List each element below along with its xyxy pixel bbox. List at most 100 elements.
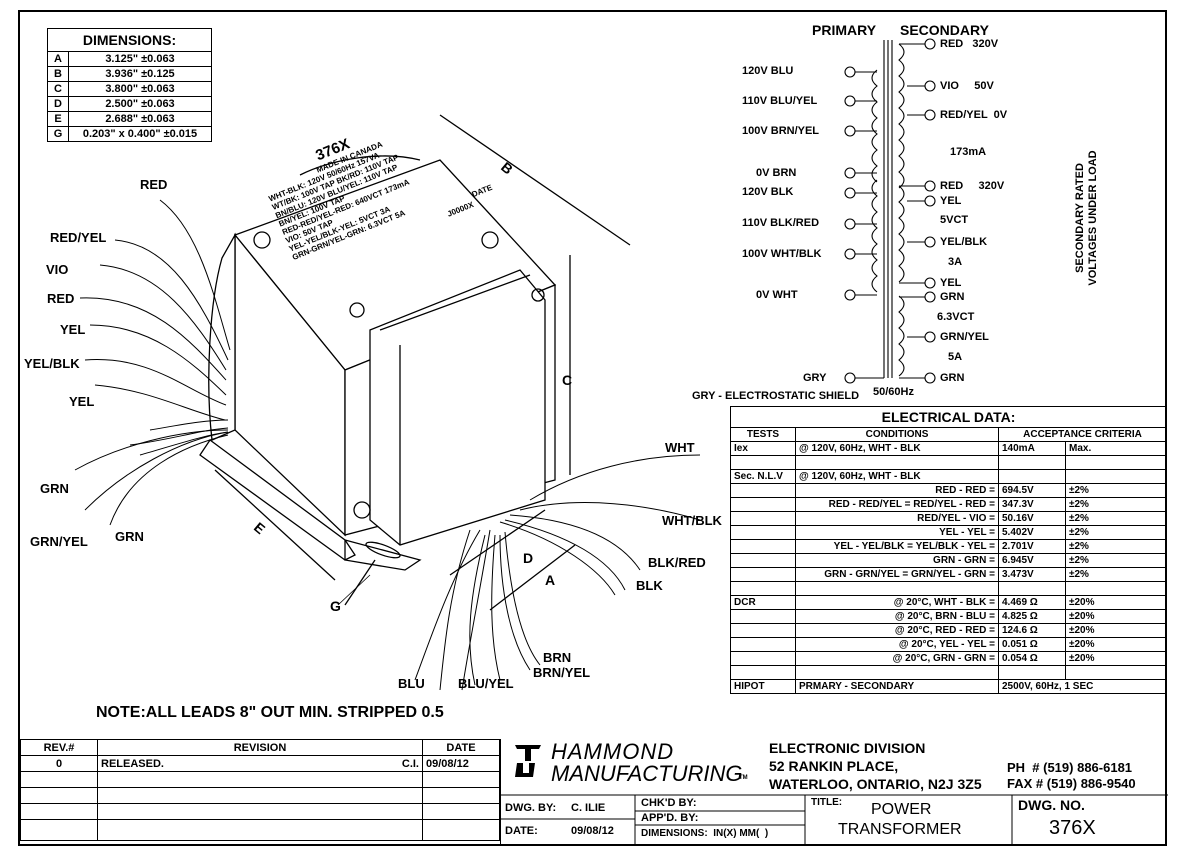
test-name	[730, 581, 796, 596]
table-row	[730, 455, 1167, 470]
test-value: 140mA	[998, 441, 1066, 456]
dim-letter-g: G	[330, 598, 341, 614]
test-condition: @ 20°C, RED - RED =	[795, 623, 999, 638]
test-value: 0.051 Ω	[998, 637, 1066, 652]
dim-key: G	[47, 126, 69, 142]
test-tolerance	[1065, 581, 1167, 596]
company-name-2: MANUFACTURING	[551, 761, 743, 786]
address-line-2: WATERLOO, ONTARIO, N2J 3Z5	[769, 776, 982, 792]
test-value: 124.6 Ω	[998, 623, 1066, 638]
primary-label: 120V BLU	[742, 65, 794, 77]
test-name	[730, 609, 796, 624]
test-condition: @ 20°C, BRN - BLU =	[795, 609, 999, 624]
test-value: 6.945V	[998, 553, 1066, 568]
lead-label: BLU/YEL	[458, 676, 514, 691]
primary-label: 110V BLU/YEL	[742, 95, 818, 107]
primary-label: 0V WHT	[756, 289, 798, 301]
secondary-label: YEL	[940, 195, 962, 207]
column-header: ACCEPTANCE CRITERIA	[998, 427, 1167, 442]
dim-key: E	[47, 111, 69, 127]
table-row: @ 20°C, YEL - YEL =0.051 Ω±20%	[730, 637, 1167, 652]
test-value	[998, 581, 1066, 596]
lead-label: GRN	[115, 529, 144, 544]
lead-label: BLK/RED	[648, 555, 706, 570]
test-condition: @ 20°C, YEL - YEL =	[795, 637, 999, 652]
address-line-1: 52 RANKIN PLACE,	[769, 758, 899, 774]
table-row: RED/YEL - VIO =50.16V±2%	[730, 511, 1167, 526]
test-name	[730, 665, 796, 680]
table-row: RED - RED =694.5V±2%	[730, 483, 1167, 498]
title-line-2: TRANSFORMER	[838, 821, 962, 838]
test-tolerance	[1065, 455, 1167, 470]
electrical-data-table: ELECTRICAL DATA: TESTS CONDITIONS ACCEPT…	[730, 406, 1167, 694]
rev-number: 0	[20, 755, 98, 772]
test-name	[730, 553, 796, 568]
leads-note: NOTE:ALL LEADS 8" OUT MIN. STRIPPED 0.5	[96, 704, 444, 721]
rev-date: 09/08/12	[422, 755, 500, 772]
secondary-label: GRN	[940, 372, 965, 384]
test-name	[730, 483, 796, 498]
note-line: SECONDARY RATED	[1074, 163, 1086, 273]
company-name-1: HAMMOND	[551, 739, 675, 764]
revision-table: REV.# REVISION DATE 0 RELEASED. C.I. 09/…	[20, 739, 500, 841]
dim-value: 3.800" ±0.063	[68, 81, 212, 97]
test-tolerance: ±20%	[1065, 651, 1167, 666]
lead-label: BRN	[543, 650, 572, 665]
test-tolerance: ±2%	[1065, 539, 1167, 554]
dimensions-units: DIMENSIONS: IN(X) MM( )	[641, 828, 769, 839]
column-header: TESTS	[730, 427, 796, 442]
table-row: Sec. N.L.V@ 120V, 60Hz, WHT - BLK	[730, 469, 1167, 484]
test-tolerance: ±20%	[1065, 609, 1167, 624]
dim-key: A	[47, 51, 69, 67]
test-value: 2.701V	[998, 539, 1066, 554]
division-name: ELECTRONIC DIVISION	[769, 740, 926, 756]
gry-label: GRY	[803, 372, 827, 384]
table-row: RED - RED/YEL = RED/YEL - RED =347.3V±2%	[730, 497, 1167, 512]
primary-label: 100V WHT/BLK	[742, 248, 822, 260]
dim-key: D	[47, 96, 69, 112]
lead-label: BLU	[398, 676, 425, 691]
test-condition: PRMARY - SECONDARY	[795, 679, 999, 694]
dim-value: 0.203" x 0.400" ±0.015	[68, 126, 212, 142]
test-name	[730, 637, 796, 652]
test-tolerance	[1065, 469, 1167, 484]
secondary-label: GRN/YEL	[940, 331, 989, 343]
test-value: 347.3V	[998, 497, 1066, 512]
rev-initials: C.I.	[396, 755, 423, 772]
title-line-1: POWER	[871, 801, 932, 818]
table-row: @ 20°C, RED - RED =124.6 Ω±20%	[730, 623, 1167, 638]
date: 09/08/12	[571, 825, 614, 837]
secondary-rating-note: SECONDARY RATED VOLTAGES UNDER LOAD	[1074, 133, 1100, 303]
test-condition	[795, 455, 999, 470]
dim-key: C	[47, 81, 69, 97]
shield-label: GRY - ELECTROSTATIC SHIELD	[692, 390, 860, 402]
test-name	[730, 539, 796, 554]
dim-value: 2.688" ±0.063	[68, 111, 212, 127]
dim-letter-c: C	[562, 372, 573, 388]
lead-label: BLK	[636, 578, 663, 593]
test-tolerance: Max.	[1065, 441, 1167, 456]
secondary-label: RED 320V	[940, 38, 999, 50]
title-label: TITLE:	[811, 797, 843, 808]
secondary-label: 5A	[948, 351, 963, 363]
test-name: HIPOT	[730, 679, 796, 694]
lead-label: RED/YEL	[50, 230, 107, 245]
primary-label: 100V BRN/YEL	[742, 125, 820, 137]
table-row: YEL - YEL =5.402V±2%	[730, 525, 1167, 540]
secondary-label: RED/YEL 0V	[940, 109, 1008, 121]
rev-description: RELEASED.	[97, 755, 396, 772]
test-condition	[795, 581, 999, 596]
table-row: 0 RELEASED. C.I. 09/08/12	[20, 755, 500, 772]
table-row: @ 20°C, GRN - GRN =0.054 Ω±20%	[730, 651, 1167, 666]
drawing-number-label: DWG. NO.	[1018, 797, 1085, 813]
test-condition: @ 20°C, WHT - BLK =	[795, 595, 999, 610]
test-name	[730, 455, 796, 470]
test-tolerance: ±2%	[1065, 483, 1167, 498]
secondary-label: 3A	[948, 256, 963, 268]
test-value	[998, 469, 1066, 484]
trademark: TM	[739, 775, 748, 781]
